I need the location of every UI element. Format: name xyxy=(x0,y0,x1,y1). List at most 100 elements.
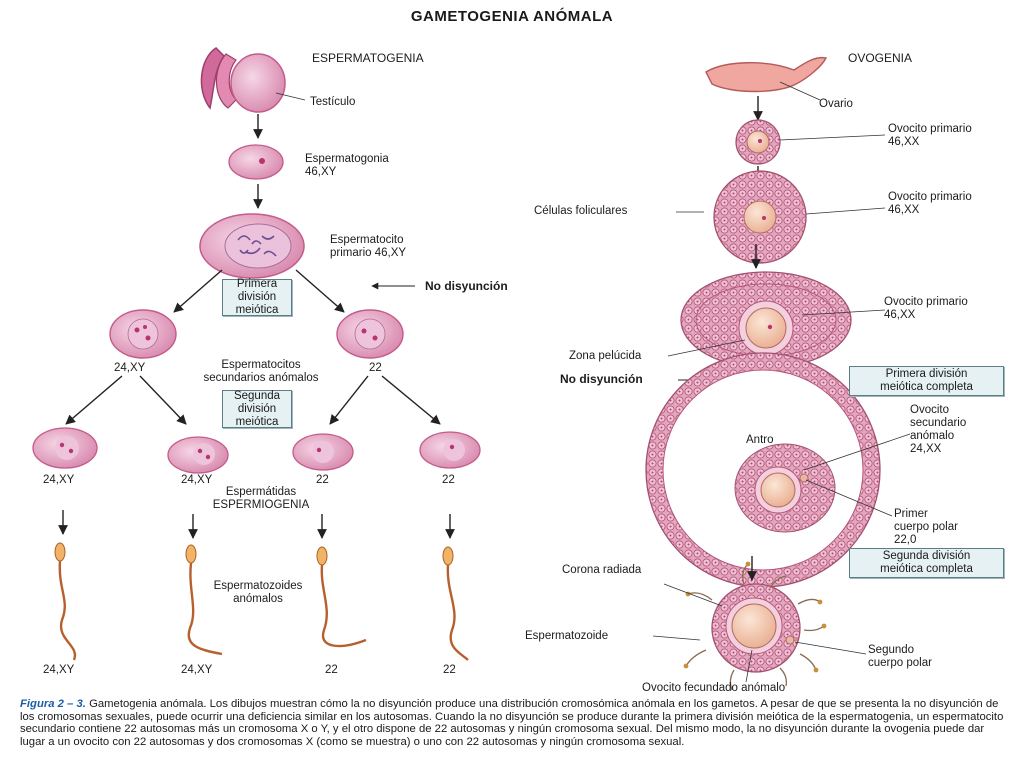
fertilized-oocyte xyxy=(683,561,827,691)
primary-oocyte-label-3: Ovocito primario 46,XX xyxy=(884,296,968,322)
box-line: Primera xyxy=(236,278,278,290)
spermatids-label: Espermátidas ESPERMIOGENIA xyxy=(180,486,342,512)
spermatid-2 xyxy=(167,436,229,474)
primary-oocyte-karyotype: 46,XX xyxy=(888,136,920,148)
sperm-nondisjunction-label: No disyunción xyxy=(425,279,508,293)
first-polar-body-line1: Primer xyxy=(894,508,928,520)
spermatid-karyotype-1: 24,XY xyxy=(43,474,75,486)
zona-pellucida-label: Zona pelúcida xyxy=(569,350,642,362)
ovary-drawing xyxy=(705,56,828,93)
spermatids-name: Espermátidas xyxy=(225,486,297,498)
ovary-label-line xyxy=(779,81,821,101)
primary-spermatocyte-cell xyxy=(199,213,305,279)
box-line: división xyxy=(237,291,277,303)
label-line xyxy=(805,207,886,215)
caption-text: Gametogenia anómala. Los dibujos muestra… xyxy=(20,698,1004,748)
spermatogenesis-heading: ESPERMATOGENIA xyxy=(312,51,424,65)
label-line xyxy=(801,309,886,316)
label-line xyxy=(803,433,911,471)
testis-drawing xyxy=(200,47,286,113)
follicular-cells-label: Células foliculares xyxy=(534,205,628,217)
label-line xyxy=(652,635,701,641)
sperm-karyotype-4: 22 xyxy=(443,664,456,676)
secondary-follicle xyxy=(680,271,852,369)
sperm-karyotype-2: 24,XY xyxy=(181,664,213,676)
box-line: Segunda división xyxy=(882,550,971,562)
secondary-spermatocytes-label: Espermatocitos secundarios anómalos xyxy=(180,359,342,385)
sperm-karyotype-1: 24,XY xyxy=(43,664,75,676)
label-line xyxy=(667,339,746,357)
spermatid-3 xyxy=(292,433,354,471)
spermatid-karyotype-3: 22 xyxy=(316,474,329,486)
first-polar-body-line2: cuerpo polar xyxy=(894,521,958,533)
oo-nondisjunction-label: No disyunción xyxy=(560,372,643,386)
arrow xyxy=(295,269,345,313)
label-line xyxy=(745,649,753,683)
box-line: meiótica completa xyxy=(880,381,973,393)
box-line: división xyxy=(237,402,277,415)
figure-caption: Figura 2 – 3. Gametogenia anómala. Los d… xyxy=(20,698,1010,748)
primary-oocyte-name: Ovocito primario xyxy=(884,296,968,308)
first-polar-body-label: Primer cuerpo polar 22,0 xyxy=(894,508,958,547)
fertilized-oocyte-label: Ovocito fecundado anómalo xyxy=(642,682,786,694)
spermatozoon-3 xyxy=(316,546,367,648)
label-line xyxy=(805,479,893,517)
label-line xyxy=(663,583,723,607)
arrow xyxy=(139,375,187,425)
spermatid-1 xyxy=(32,427,98,469)
arrow xyxy=(65,375,123,425)
primary-oocyte-name: Ovocito primario xyxy=(888,123,972,135)
spermatozoa-line1: Espermatozoides xyxy=(213,580,303,592)
spermatogonia-label: Espermatogonia 46,XY xyxy=(305,153,389,179)
primary-follicle xyxy=(713,170,807,264)
spermatid-karyotype-4: 22 xyxy=(442,474,455,486)
secondary-oocyte-karyotype: 24,XX xyxy=(910,443,942,455)
secondary-oocyte-label: Ovocito secundario anómalo 24,XX xyxy=(910,404,966,456)
diagram-artwork xyxy=(32,47,911,691)
arrow xyxy=(329,375,369,425)
label-line xyxy=(794,641,867,655)
box-line: meiótica xyxy=(235,415,279,428)
sperm-karyotype-3: 22 xyxy=(325,664,338,676)
secondary-spermatocyte-left xyxy=(109,309,177,359)
first-polar-body-karyotype: 22,0 xyxy=(894,534,917,546)
arrow xyxy=(381,375,441,425)
primary-spermatocyte-karyotype: primario 46,XY xyxy=(330,247,407,259)
spermatogonia-name: Espermatogonia xyxy=(305,153,389,165)
second-polar-body-line2: cuerpo polar xyxy=(868,657,932,669)
spermiogenesis-name: ESPERMIOGENIA xyxy=(212,499,310,511)
box-line: meiótica xyxy=(235,304,279,316)
box-line: Primera división xyxy=(885,368,968,380)
second-polar-body-label: Segundo cuerpo polar xyxy=(868,644,932,670)
ovary-label: Ovario xyxy=(819,98,853,110)
sperm-first-division-box: Primera división meiótica xyxy=(222,278,292,316)
primary-oocyte-label-2: Ovocito primario 46,XX xyxy=(888,191,972,217)
primordial-follicle xyxy=(735,119,781,165)
spermatid-karyotype-2: 24,XY xyxy=(181,474,213,486)
primary-oocyte-name: Ovocito primario xyxy=(888,191,972,203)
spermatid-4 xyxy=(419,431,481,469)
box-line: Segunda xyxy=(233,389,281,402)
oo-first-division-box: Primera división meiótica completa xyxy=(849,366,1004,396)
secondary-spermatocytes-line2: secundarios anómalos xyxy=(203,372,319,384)
oogenesis-heading: OVOGENIA xyxy=(848,51,913,65)
spermatozoon-1 xyxy=(54,542,77,661)
label-line xyxy=(779,134,886,141)
spermatogonium-cell xyxy=(228,144,284,180)
primary-oocyte-label-1: Ovocito primario 46,XX xyxy=(888,123,972,149)
secondary-right-karyotype: 22 xyxy=(369,362,382,374)
corona-radiata-label: Corona radiada xyxy=(562,564,642,576)
spermatozoon-2 xyxy=(185,544,223,656)
spermatozoon-label: Espermatozoide xyxy=(525,630,609,642)
primary-spermatocyte-label: Espermatocito primario 46,XY xyxy=(330,234,406,260)
testis-label: Testículo xyxy=(310,96,356,108)
secondary-spermatocytes-line1: Espermatocitos xyxy=(221,359,301,371)
spermatogonia-karyotype: 46,XY xyxy=(305,166,337,178)
figure-number: Figura 2 – 3. xyxy=(20,698,86,710)
primary-oocyte-karyotype: 46,XX xyxy=(888,204,920,216)
testis-label-line xyxy=(275,92,306,101)
secondary-oocyte-line1: Ovocito xyxy=(910,404,949,416)
secondary-left-karyotype: 24,XY xyxy=(114,362,146,374)
secondary-spermatocyte-right xyxy=(336,309,404,359)
